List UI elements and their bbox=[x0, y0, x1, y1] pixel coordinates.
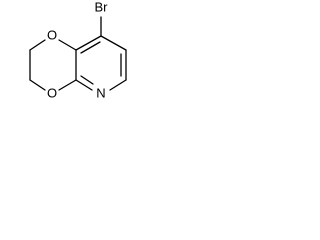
bond-ch2-b-o-bottom bbox=[29, 79, 46, 91]
molecule-canvas: Br O O N bbox=[0, 0, 146, 138]
bonds bbox=[29, 16, 127, 91]
bond-n-c4 bbox=[75, 79, 93, 91]
bond-n-c4-inner bbox=[80, 75, 94, 85]
bond-c5-c1-inner bbox=[80, 41, 101, 54]
bond-o-bottom-c4 bbox=[58, 79, 77, 91]
atom-nitrogen: N bbox=[96, 85, 105, 100]
atom-labels: Br O O N bbox=[47, 0, 108, 100]
atom-bromine: Br bbox=[95, 0, 109, 14]
atom-oxygen-bottom: O bbox=[47, 85, 57, 100]
bond-c5-o-top bbox=[58, 39, 77, 51]
bond-c5-c1 bbox=[75, 35, 102, 51]
bond-o-top-ch2-a bbox=[29, 39, 46, 51]
bond-c1-c2 bbox=[100, 35, 127, 51]
molecular-structure-diagram: Br O O N bbox=[29, 0, 127, 100]
atom-oxygen-top: O bbox=[47, 27, 57, 42]
bond-c3-n bbox=[109, 79, 127, 91]
